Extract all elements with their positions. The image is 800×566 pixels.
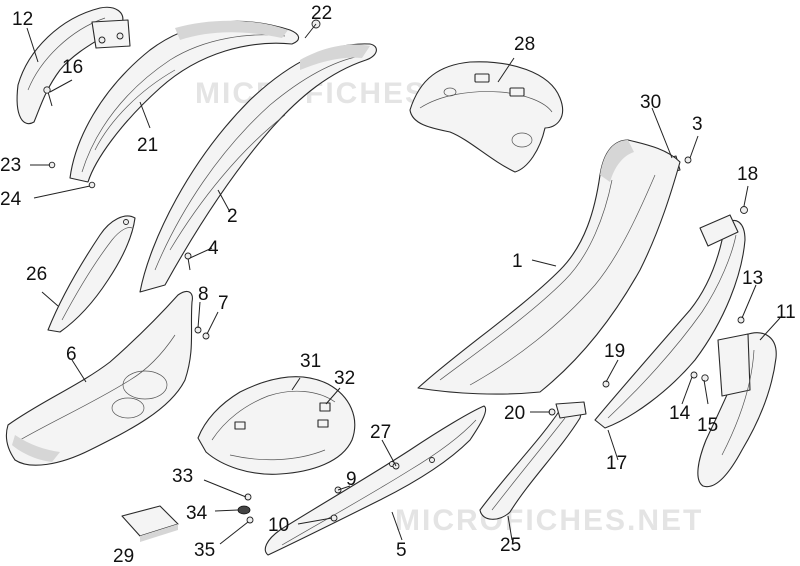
part-4-screw [184, 252, 192, 271]
callout-28: 28 [514, 34, 535, 55]
callout-27: 27 [370, 422, 391, 443]
part-28-rear-tail-cover [409, 61, 564, 173]
part-29-sticker-pad [121, 505, 179, 542]
callout-7: 7 [218, 293, 229, 314]
callout-14: 14 [669, 403, 691, 424]
leader-lines [26, 23, 781, 545]
callout-5: 5 [396, 540, 407, 561]
callout-19: 19 [604, 341, 625, 362]
callout-29: 29 [113, 546, 134, 566]
part-16-screw [43, 86, 53, 107]
callout-16: 16 [62, 57, 83, 78]
callout-18: 18 [737, 164, 758, 185]
callout-12: 12 [12, 9, 33, 30]
callout-25: 25 [500, 535, 521, 556]
callout-35: 35 [194, 540, 215, 561]
callout-24: 24 [0, 189, 22, 210]
callout-32: 32 [334, 368, 355, 389]
part-26-inner-bracket [47, 215, 136, 333]
callout-17: 17 [606, 453, 627, 474]
watermark-bottom: MICROFICHES.NET [395, 504, 703, 537]
part-14-screw [690, 371, 698, 379]
callout-20: 20 [504, 403, 525, 424]
part-32-clip [319, 402, 331, 412]
part-23-screw [48, 161, 56, 169]
callout-33: 33 [172, 466, 193, 487]
callout-13: 13 [742, 268, 763, 289]
part-21-upper-fairing [69, 20, 300, 183]
callout-23: 23 [0, 155, 21, 176]
callout-4: 4 [208, 238, 219, 259]
callout-30: 30 [640, 92, 661, 113]
part-35-screw [246, 516, 254, 524]
part-24-screw [88, 181, 96, 189]
callout-22: 22 [311, 3, 332, 24]
part-1-side-cover-right [417, 139, 681, 395]
callout-2: 2 [227, 206, 238, 227]
part-18-screw [740, 206, 748, 214]
part-5-footboard-side-trim [264, 405, 487, 556]
part-7-screw [202, 332, 210, 340]
part-2-side-cover-left [139, 43, 377, 293]
callout-26: 26 [26, 264, 47, 285]
part-34-nut [237, 505, 251, 515]
part-31-underbody-cover [197, 376, 356, 475]
part-17-rear-side-panel [594, 214, 746, 429]
callout-1: 1 [512, 251, 523, 272]
callout-15: 15 [697, 415, 718, 436]
callout-11: 11 [776, 302, 796, 323]
callout-9: 9 [346, 469, 357, 490]
part-15-washer [701, 374, 709, 382]
callout-8: 8 [198, 284, 209, 305]
part-12-grab-handle [16, 6, 131, 125]
part-13-screw [737, 316, 745, 324]
part-3-screw [684, 156, 692, 164]
callout-34: 34 [186, 503, 208, 524]
callout-21: 21 [137, 135, 158, 156]
callout-10: 10 [268, 515, 289, 536]
part-25-footboard-trim-right [479, 401, 587, 520]
callout-3: 3 [692, 114, 703, 135]
callout-31: 31 [300, 351, 321, 372]
callout-6: 6 [66, 344, 77, 365]
part-6-leg-shield-lower [5, 290, 193, 466]
part-11-rear-grab-handle [697, 332, 777, 488]
callout-labels: 12 16 22 21 2 4 28 30 3 18 1 13 11 19 20… [0, 3, 796, 566]
